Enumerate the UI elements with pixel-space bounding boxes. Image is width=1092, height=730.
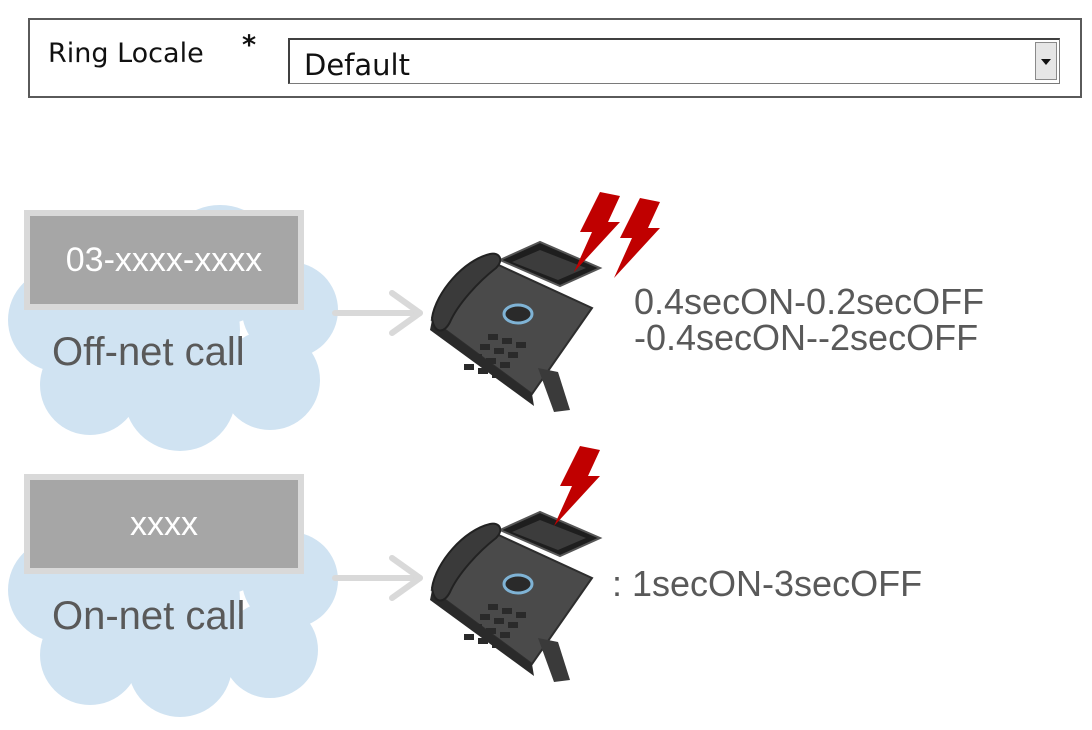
number-box-onnet: xxxx [24,474,304,574]
lightning-icon-offnet-2 [614,198,660,278]
ring-locale-select[interactable]: Default [288,38,1060,84]
phone-icon-offnet [428,240,602,414]
required-mark: * [242,30,257,61]
call-type-onnet: On-net call [52,594,246,638]
ring-pattern-offnet-line1: 0.4secON-0.2secOFF [634,281,985,322]
ring-pattern-onnet: : 1secON-3secOFF [612,563,923,604]
number-box-offnet: 03-xxxx-xxxx [24,210,304,310]
call-type-offnet: Off-net call [52,330,245,374]
ring-locale-selected-value: Default [304,48,410,82]
ring-pattern-offnet-line2: -0.4secON--2secOFF [634,317,979,358]
dropdown-arrow-icon[interactable] [1035,42,1057,80]
ring-locale-row: Ring Locale * Default [28,18,1082,98]
ring-locale-label: Ring Locale [48,38,204,69]
arrow-offnet [332,290,423,336]
phone-icon-onnet [428,510,602,684]
lightning-icon-onnet [554,446,600,526]
lightning-icon-offnet-1 [574,192,620,272]
arrow-onnet [332,555,423,601]
